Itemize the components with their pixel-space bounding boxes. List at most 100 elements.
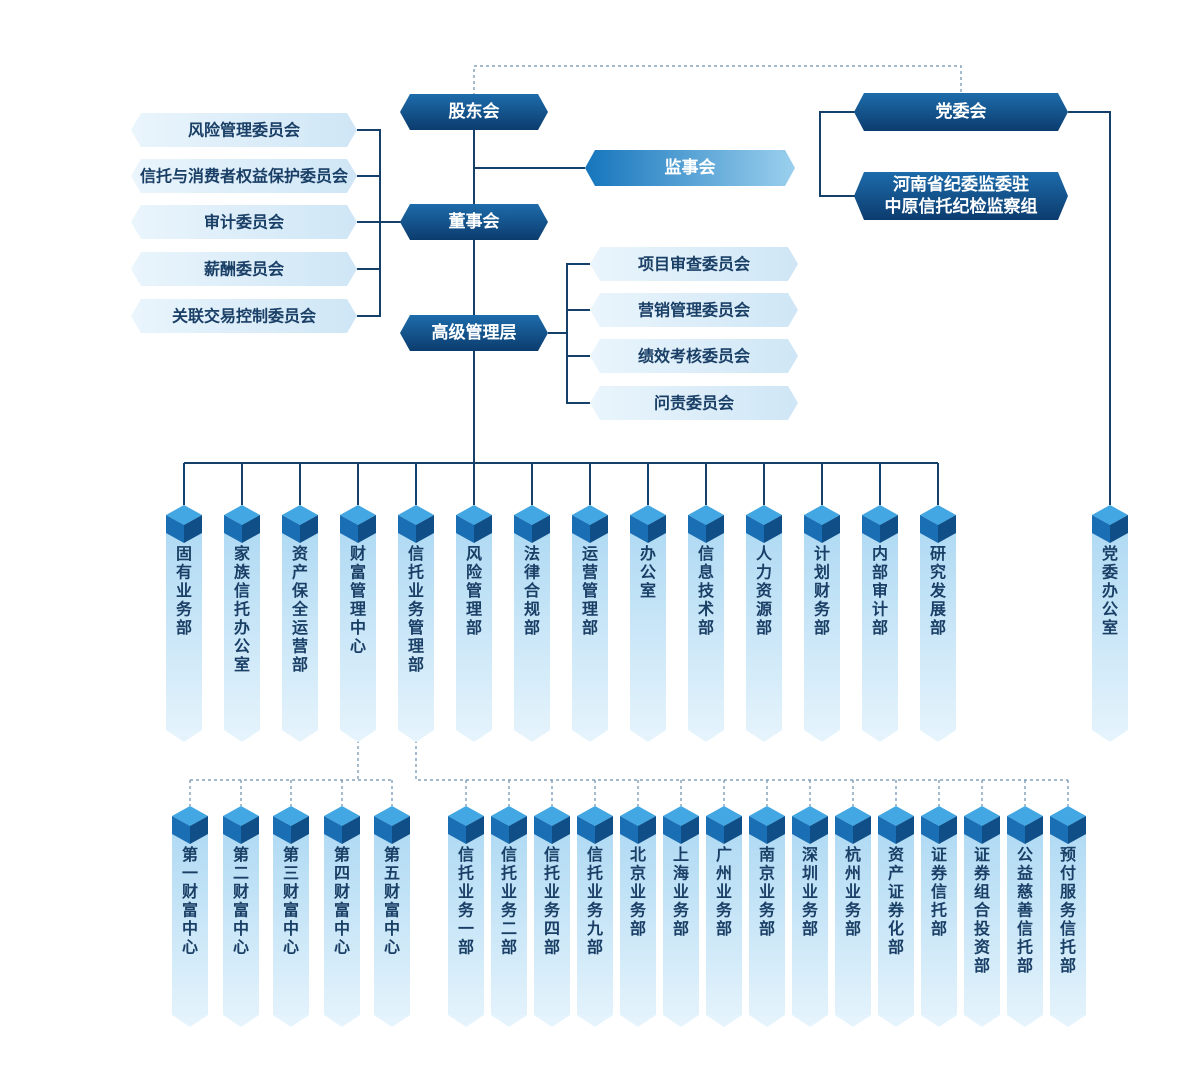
management-node-label: 高级管理层 [432,322,517,343]
trust-unit-7: 广州业务部 [706,806,742,1027]
department-8-cube-right [590,515,608,543]
trust-unit-15-cube-left [1050,816,1068,844]
trust-unit-6: 上海业务部 [663,806,699,1027]
trust-unit-14: 公益慈善信托部 [1007,806,1043,1027]
trust-unit-1-label: 信托业务一部 [458,845,475,957]
department-1-label: 固有业务部 [176,544,193,637]
trust-unit-4-body [577,824,613,1027]
department-5-label: 信托业务管理部 [408,544,425,674]
wealth-center-2: 第二财富中心 [223,806,259,1027]
trust-unit-3: 信托业务四部 [534,806,570,1027]
trust-unit-14-body [1007,824,1043,1027]
wealth-center-3-cube-right [291,816,309,844]
department-7-body [514,523,550,742]
trust-unit-8: 南京业务部 [749,806,785,1027]
wealth-center-4: 第四财富中心 [324,806,360,1027]
department-14-cube-left [920,515,938,543]
trust-unit-12: 证券信托部 [921,806,957,1027]
party-office-label: 党委办公室 [1101,544,1119,637]
board-node: 董事会 [400,204,548,240]
board-committee-5: 关联交易控制委员会 [131,299,357,333]
trust-unit-11: 资产证券化部 [878,806,914,1027]
trust-unit-2-cube-left [491,816,509,844]
wealth-center-2-cube-right [241,816,259,844]
trust-unit-3-cube-right [552,816,570,844]
department-13-body [862,523,898,742]
trust-unit-12-cube-right [939,816,957,844]
board-committee-3: 审计委员会 [131,205,357,239]
department-8-label: 运营管理部 [582,544,598,637]
trust-unit-5: 北京业务部 [620,806,656,1027]
trust-unit-13-cube-right [982,816,1000,844]
mgmt-committee-4: 问责委员会 [590,386,798,420]
trust-unit-13-cube-left [964,816,982,844]
mgmt-committee-4-label: 问责委员会 [654,394,734,413]
department-4-cube-left [340,515,358,543]
trust-unit-8-cube-left [749,816,767,844]
department-12-body [804,523,840,742]
department-6: 风险管理部 [456,505,492,742]
trust-unit-15-label: 预付服务信托部 [1060,845,1077,975]
department-12: 计划财务部 [804,505,840,742]
board-committee-5-shape [131,299,357,333]
board-committee-4: 薪酬委员会 [131,252,357,286]
trust-unit-5-body [620,824,656,1027]
trust-unit-11-body [878,824,914,1027]
department-10-cube-left [688,515,706,543]
department-3-label: 资产保全运营部 [291,544,309,674]
trust-bus-line [415,740,1068,781]
board-committee-5-label: 关联交易控制委员会 [172,307,316,326]
department-6-label: 风险管理部 [466,544,483,637]
department-4-cube-right [358,515,376,543]
trust-unit-1-cube-left [448,816,466,844]
department-10: 信息技术部 [688,505,724,742]
trust-unit-10-label: 杭州业务部 [844,845,862,938]
department-14-label: 研究发展部 [929,544,947,637]
wealth-center-5: 第五财富中心 [374,806,410,1027]
shareholder-party-dashed-line [473,65,962,96]
management-node-shape [400,315,548,351]
wealth-center-2-label: 第二财富中心 [232,845,249,957]
wealth-center-4-label: 第四财富中心 [333,845,350,957]
trust-unit-1-cube-right [466,816,484,844]
trust-unit-7-label: 广州业务部 [715,845,733,938]
discipline-group-node-label-1: 河南省纪委监委驻 [893,174,1029,195]
wealth-center-4-cube-left [324,816,342,844]
wealth-center-4-cube-right [342,816,360,844]
department-7-cube-right [532,515,550,543]
discipline-group-node-shape [854,172,1068,220]
wealth-center-5-cube-left [374,816,392,844]
trust-unit-7-cube-left [706,816,724,844]
trust-unit-10-cube-right [853,816,871,844]
wealth-center-1-cube-right [190,816,208,844]
department-10-label: 信息技术部 [697,544,715,637]
board-node-shape [400,204,548,240]
discipline-group-node-label-2: 中原信托纪检监察组 [885,196,1038,217]
department-2-cube-left [224,515,242,543]
trust-unit-6-label: 上海业务部 [673,845,690,938]
department-4: 财富管理中心 [340,505,376,742]
department-5-cube-left [398,515,416,543]
trust-unit-13: 证券组合投资部 [964,806,1000,1027]
trust-unit-15-body [1050,824,1086,1027]
department-13: 内部审计部 [862,505,898,742]
department-6-cube-right [474,515,492,543]
department-10-body [688,523,724,742]
board-committee-2-label: 信托与消费者权益保护委员会 [140,167,348,186]
shareholders-node-shape [400,94,548,130]
trust-unit-4-cube-left [577,816,595,844]
trust-unit-14-cube-left [1007,816,1025,844]
management-node: 高级管理层 [400,315,548,351]
department-11-body [746,523,782,742]
department-6-cube-left [456,515,474,543]
board-node-label: 董事会 [449,211,500,232]
trust-unit-5-label: 北京业务部 [630,845,647,938]
department-1-cube-right [184,515,202,543]
mgmt-committee-3: 绩效考核委员会 [590,339,798,373]
supervisors-node-shape [585,150,795,186]
trust-unit-15: 预付服务信托部 [1050,806,1086,1027]
trust-unit-3-body [534,824,570,1027]
mgmt-committee-3-shape [590,339,798,373]
